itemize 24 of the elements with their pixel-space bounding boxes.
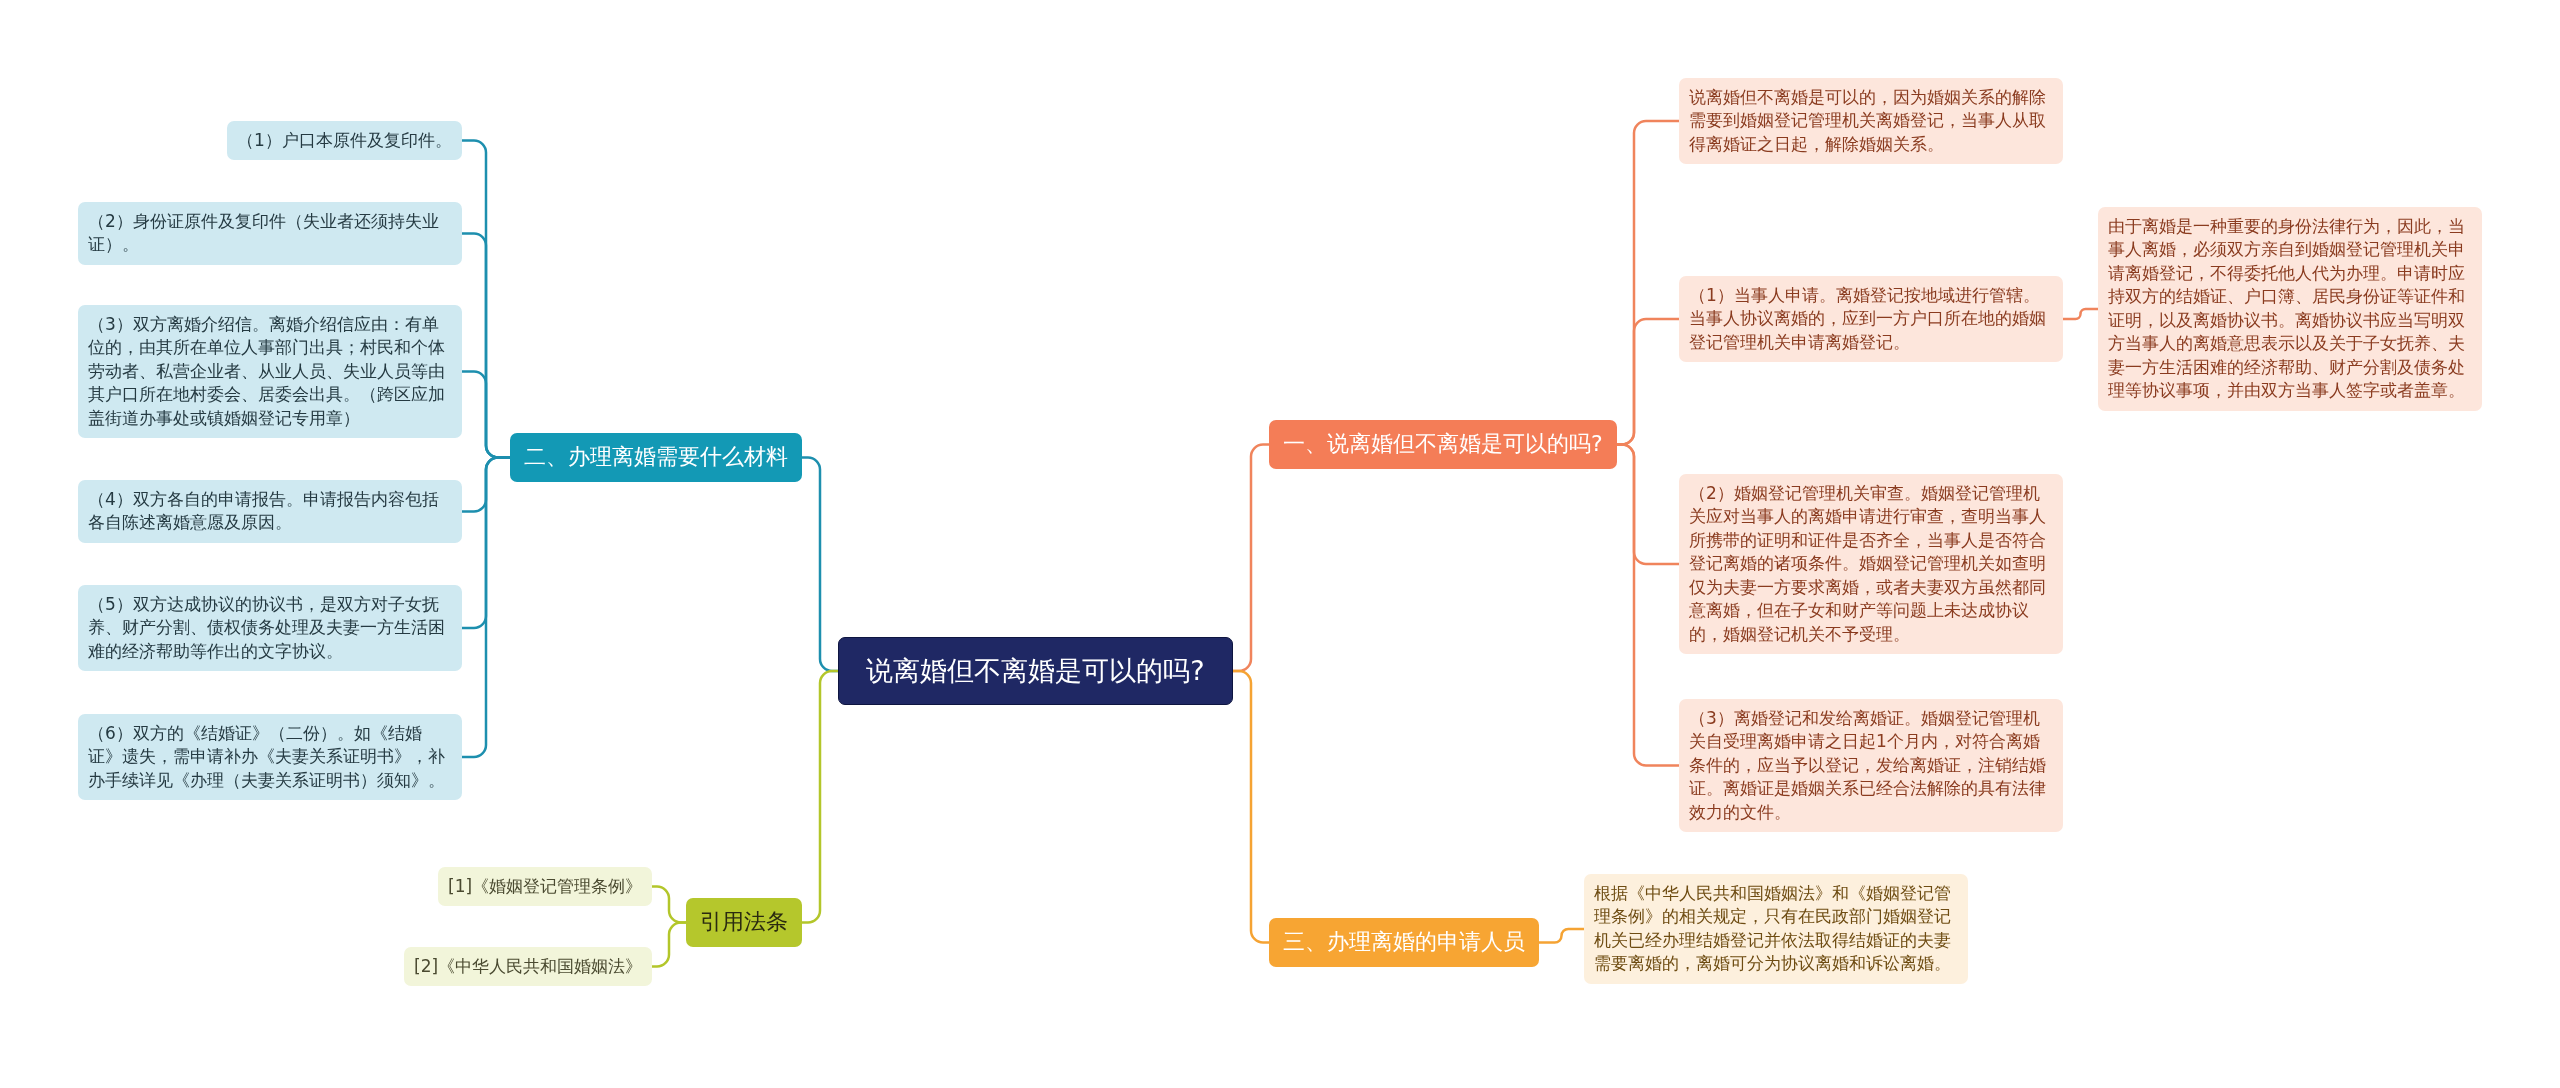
subtopic-note: （3）离婚登记和发给离婚证。婚姻登记管理机关自受理离婚申请之日起1个月内，对符合离婚条件的，应当予以登记，发给离婚证，注销结婚证。离婚证是婚姻关系已经合法解除的具有法律效力的文件。 bbox=[1679, 699, 2063, 833]
subtopic-note: （2）身份证原件及复印件（失业者还须持失业证）。 bbox=[78, 202, 462, 265]
subtopic-note: 说离婚但不离婚是可以的，因为婚姻关系的解除需要到婚姻登记管理机关离婚登记，当事人从取得离婚证之日起，解除婚姻关系。 bbox=[1679, 78, 2063, 165]
reference-note: [2]《中华人民共和国婚姻法》 bbox=[404, 947, 653, 987]
branch-topic: 二、办理离婚需要什么材料 bbox=[510, 433, 802, 482]
branch-topic: 引用法条 bbox=[686, 898, 802, 947]
subtopic-note: 根据《中华人民共和国婚姻法》和《婚姻登记管理条例》的相关规定，只有在民政部门婚姻登记机关已经办理结婚登记并依法取得结婚证的夫妻需要离婚的，离婚可分为协议离婚和诉讼离婚。 bbox=[1584, 874, 1968, 984]
reference-note: [1]《婚姻登记管理条例》 bbox=[438, 867, 653, 907]
subtopic-note: （1）当事人申请。离婚登记按地域进行管辖。当事人协议离婚的，应到一方户口所在地的婚姻登记管理机关申请离婚登记。 bbox=[1679, 276, 2063, 363]
branch-topic: 一、说离婚但不离婚是可以的吗? bbox=[1269, 420, 1617, 469]
connector-line bbox=[462, 456, 510, 759]
subtopic-note: 由于离婚是一种重要的身份法律行为，因此，当事人离婚，必须双方亲自到婚姻登记管理机关申请离婚登记，不得委托他人代为办理。申请时应持双方的结婚证、户口簿、居民身份证等证件和证明，以及离婚协议书。离婚协议书应当写明双方当事人的离婚意思表示以及关于子女抚养、夫妻一方生活困难的经济帮助、财产分割及债务处理等协议事项，并由双方当事人签字或者盖章。 bbox=[2098, 207, 2482, 411]
central-topic: 说离婚但不离婚是可以的吗? bbox=[838, 637, 1233, 705]
subtopic-note: （6）双方的《结婚证》（二份）。如《结婚证》遗失，需申请补办《夫妻关系证明书》，补办手续详见《办理（夫妻关系证明书）须知》。 bbox=[78, 714, 462, 801]
branch-topic: 三、办理离婚的申请人员 bbox=[1269, 918, 1539, 967]
subtopic-note: （5）双方达成协议的协议书，是双方对子女抚养、财产分割、债权债务处理及夫妻一方生活困难的经济帮助等作出的文字协议。 bbox=[78, 585, 462, 672]
subtopic-note: （4）双方各自的申请报告。申请报告内容包括各自陈述离婚意愿及原因。 bbox=[78, 480, 462, 543]
subtopic-note: （1）户口本原件及复印件。 bbox=[227, 121, 462, 161]
connector-line bbox=[2063, 307, 2098, 321]
connector-line bbox=[652, 921, 686, 968]
subtopic-note: （3）双方离婚介绍信。离婚介绍信应由：有单位的，由其所在单位人事部门出具；村民和个体劳动者、私营企业者、从业人员、失业人员等由其户口所在地村委会、居委会出具。（跨区应加盖街道办事处或镇婚姻登记专用章） bbox=[78, 305, 462, 439]
connector-line bbox=[1539, 927, 1584, 944]
subtopic-note: （2）婚姻登记管理机关审查。婚姻登记管理机关应对当事人的离婚申请进行审查，查明当事人所携带的证明和证件是否齐全，当事人是否符合登记离婚的诸项条件。婚姻登记管理机关如查明仅为夫妻一方要求离婚，或者夫妻双方虽然都同意离婚，但在子女和财产等问题上未达成协议的，婚姻登记机关不予受理。 bbox=[1679, 474, 2063, 655]
connector-line bbox=[1617, 443, 1679, 767]
